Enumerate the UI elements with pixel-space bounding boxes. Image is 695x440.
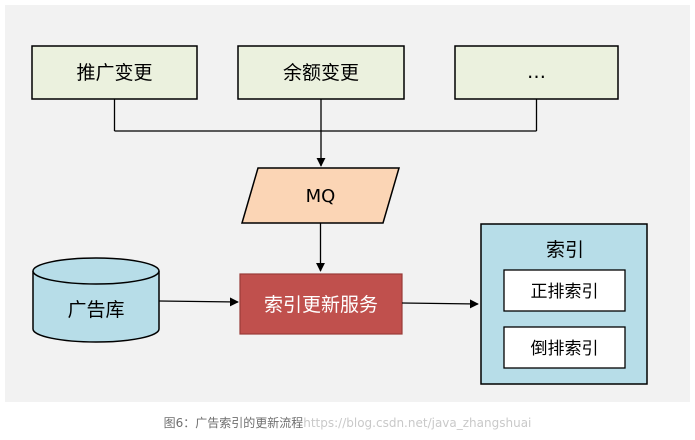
- inverted-index-label: 倒排索引: [531, 339, 599, 359]
- index-update-service-node: 索引更新服务: [239, 273, 403, 335]
- caption-text: 图6：广告索引的更新流程: [163, 416, 304, 430]
- db-to-service-arrow: [158, 297, 239, 307]
- events-to-mq-connector: [113, 99, 538, 167]
- index-group-label: 索引: [546, 239, 584, 261]
- balance-change-node: 余额变更: [237, 45, 405, 100]
- ad-database-node: 广告库: [32, 257, 160, 343]
- more-events-node: …: [454, 45, 619, 100]
- more-events-label: …: [527, 61, 546, 83]
- index-update-service-label: 索引更新服务: [264, 294, 378, 316]
- mq-label: MQ: [306, 186, 336, 207]
- service-to-index-arrow: [401, 299, 479, 309]
- inverted-index-node: 倒排索引: [503, 326, 626, 369]
- balance-change-label: 余额变更: [283, 62, 359, 84]
- forward-index-node: 正排索引: [503, 269, 626, 312]
- figure-caption: 图6：广告索引的更新流程https://blog.csdn.net/java_z…: [0, 414, 695, 431]
- mq-node: MQ: [241, 167, 400, 224]
- caption-watermark: https://blog.csdn.net/java_zhangshuai: [303, 416, 532, 430]
- ad-database-label: 广告库: [67, 299, 124, 321]
- promotion-change-label: 推广变更: [76, 62, 152, 84]
- promotion-change-node: 推广变更: [31, 45, 198, 100]
- forward-index-label: 正排索引: [531, 282, 599, 302]
